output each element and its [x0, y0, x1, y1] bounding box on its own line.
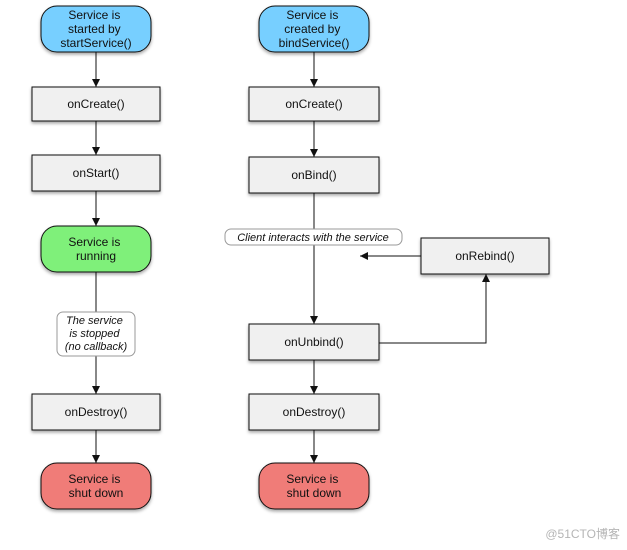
left-onstart-label: onStart(): [73, 166, 120, 180]
right-oncreate-node: onCreate(): [248, 86, 380, 122]
right-start-shape: [258, 5, 370, 53]
right-start-node: Service is created by bindService(): [258, 5, 370, 53]
left-stopped-note-box: [56, 311, 136, 357]
right-oncreate-box: [248, 86, 380, 122]
left-oncreate-box: [31, 86, 161, 122]
left-end-line2: shut down: [69, 486, 124, 500]
left-ondestroy-label: onDestroy(): [65, 405, 128, 419]
left-start-line3: startService(): [60, 36, 131, 50]
right-client-note: Client interacts with the service: [224, 228, 403, 246]
right-onrebind-box: [420, 237, 550, 275]
left-onstart-box: [31, 154, 161, 192]
right-onbind-node: onBind(): [248, 156, 380, 194]
left-flow: Service is started by startService() onC…: [31, 5, 161, 510]
left-running-shape: [40, 225, 152, 273]
right-end-node: Service is shut down: [258, 462, 370, 510]
left-start-line1: Service is: [68, 8, 120, 22]
left-start-line2: started by: [68, 22, 121, 36]
right-client-note-label: Client interacts with the service: [237, 232, 389, 244]
left-stopped-note-line3: (no callback): [65, 341, 128, 353]
left-onstart-node: onStart(): [31, 154, 161, 192]
right-client-note-box: [224, 228, 403, 246]
right-connectors: [310, 52, 490, 463]
left-ondestroy-node: onDestroy(): [31, 393, 161, 431]
left-stopped-note-label: The service is stopped (no callback): [65, 315, 128, 353]
left-start-shape: [40, 5, 152, 53]
right-oncreate-label: onCreate(): [285, 97, 342, 111]
right-end-shape: [258, 462, 370, 510]
left-running-label: Service is running: [68, 235, 123, 263]
left-stopped-note-line2: is stopped: [69, 328, 120, 340]
right-end-line2: shut down: [287, 486, 342, 500]
right-onbind-box: [248, 156, 380, 194]
left-oncreate-node: onCreate(): [31, 86, 161, 122]
left-running-node: Service is running: [40, 225, 152, 273]
right-end-line1: Service is: [286, 472, 338, 486]
left-ondestroy-box: [31, 393, 161, 431]
left-running-line1: Service is: [68, 235, 120, 249]
right-onrebind-node: onRebind(): [420, 237, 550, 275]
left-running-line2: running: [76, 249, 116, 263]
left-stopped-note: The service is stopped (no callback): [56, 311, 136, 357]
watermark: @51CTO博客: [545, 526, 620, 541]
left-end-label: Service is shut down: [68, 472, 123, 500]
right-arrow-onunbind-to-onrebind: [379, 274, 490, 344]
right-onrebind-label: onRebind(): [455, 249, 514, 263]
right-start-line2: created by: [284, 22, 340, 36]
right-onunbind-box: [248, 323, 380, 361]
right-ondestroy-box: [248, 393, 380, 431]
right-end-label: Service is shut down: [286, 472, 341, 500]
left-end-node: Service is shut down: [40, 462, 152, 510]
right-ondestroy-label: onDestroy(): [283, 405, 346, 419]
left-stopped-note-line1: The service: [66, 315, 123, 327]
right-start-line3: bindService(): [279, 36, 350, 50]
right-ondestroy-node: onDestroy(): [248, 393, 380, 431]
right-onunbind-node: onUnbind(): [248, 323, 380, 361]
left-end-shape: [40, 462, 152, 510]
left-start-node: Service is started by startService(): [40, 5, 152, 53]
left-oncreate-label: onCreate(): [67, 97, 124, 111]
right-onunbind-label: onUnbind(): [284, 335, 343, 349]
right-onbind-label: onBind(): [291, 168, 336, 182]
left-start-label: Service is started by startService(): [60, 8, 131, 50]
right-start-label: Service is created by bindService(): [279, 8, 350, 50]
right-flow: Service is created by bindService() onCr…: [224, 5, 550, 510]
left-end-line1: Service is: [68, 472, 120, 486]
right-start-line1: Service is: [286, 8, 338, 22]
